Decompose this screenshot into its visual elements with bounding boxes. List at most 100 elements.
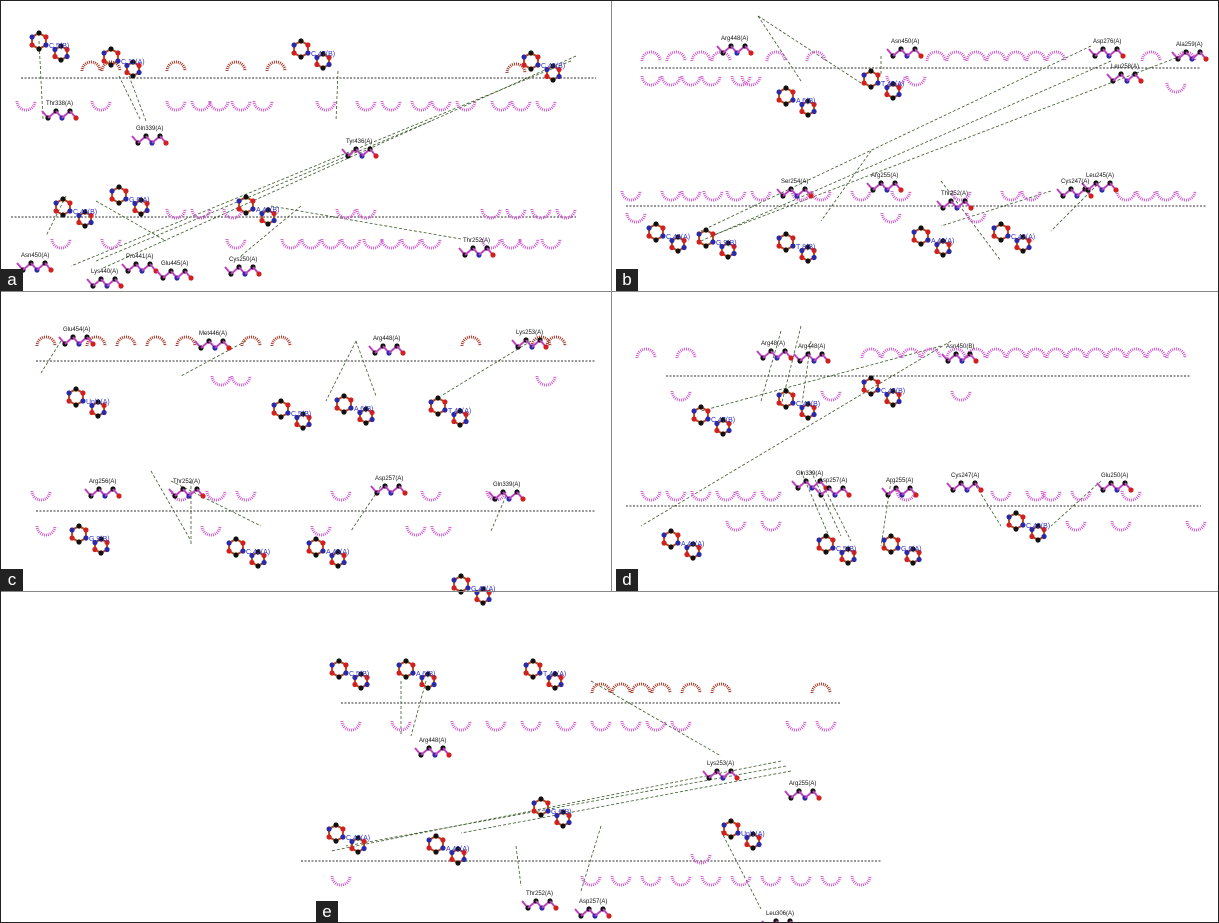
atom: [465, 585, 471, 591]
atom: [691, 408, 697, 414]
hydrophobic-contact-arc: [205, 490, 227, 502]
hydrophobic-contact-arc: [760, 875, 782, 887]
residue-label: Leu245(A): [1086, 173, 1115, 179]
residue-label: Asn450(A): [891, 39, 920, 45]
atom: [896, 91, 902, 98]
atom: [461, 856, 467, 863]
atom: [875, 379, 881, 385]
panel-label-a: a: [1, 269, 23, 291]
atom: [875, 80, 881, 86]
hydrophobic-contact-arc: [880, 212, 902, 224]
hydrophobic-contact-arc: [1115, 190, 1137, 202]
hydrophobic-contact-arc: [1025, 347, 1047, 359]
residue-label: Glu454(A): [63, 327, 91, 333]
atom: [799, 411, 805, 418]
hydrophobic-contact-arc: [710, 682, 732, 694]
atom: [646, 233, 652, 239]
hydrophobic-contact-arc: [660, 75, 682, 87]
atom: [88, 219, 94, 226]
hydrophobic-contact-arc: [725, 190, 747, 202]
atom: [326, 826, 332, 832]
atom: [108, 46, 114, 52]
atom: [442, 399, 448, 405]
atom: [790, 392, 796, 398]
hydrophobic-contact-arc: [580, 875, 602, 887]
atom: [703, 243, 709, 249]
atom: [250, 198, 256, 204]
residue-label: Lys253(A): [707, 761, 735, 767]
atom: [326, 834, 332, 840]
atom: [67, 208, 73, 214]
nucleotide-label: C 47(B): [711, 417, 736, 424]
atom: [419, 674, 425, 681]
atom: [305, 50, 311, 56]
nucleotide-label: C 11(A): [121, 59, 145, 66]
atom: [918, 225, 924, 231]
residue-label: Gln339(A): [796, 471, 824, 477]
atom: [1138, 78, 1144, 84]
hydrophobic-contact-arc: [555, 208, 577, 220]
hydrophobic-contact-arc: [640, 875, 662, 887]
residue-label: Arg48(A): [761, 341, 786, 347]
atom: [744, 841, 750, 848]
atom: [428, 407, 434, 413]
atom: [735, 830, 741, 836]
atom: [714, 420, 720, 427]
atom: [675, 234, 681, 240]
atom: [528, 66, 534, 72]
atom: [787, 918, 793, 922]
atom: [343, 670, 349, 676]
atom: [243, 210, 249, 216]
residue-label: Asp257(A): [579, 899, 608, 905]
hydrophobic-contact-arc: [810, 682, 832, 694]
atom: [300, 411, 306, 417]
atom: [776, 392, 782, 398]
hydrophobic-contact-arc: [340, 720, 362, 732]
atom: [349, 838, 355, 845]
atom: [306, 421, 312, 428]
atom: [653, 221, 659, 227]
atom: [116, 184, 122, 190]
hydrophobic-contact-arc: [990, 490, 1012, 502]
atom: [361, 838, 367, 845]
atom: [916, 556, 922, 563]
atom: [52, 53, 58, 60]
hydrophobic-contact-arc: [115, 335, 137, 347]
residue-label: Asn450(A): [21, 253, 50, 259]
hydrophobic-contact-arc: [860, 347, 882, 359]
atom: [934, 248, 940, 255]
atom: [109, 196, 115, 202]
atom: [236, 198, 242, 204]
hydrophobic-contact-arc: [35, 335, 57, 347]
atom: [410, 662, 416, 668]
atom: [884, 84, 890, 91]
atom: [451, 577, 457, 583]
atom: [868, 84, 874, 90]
hydrogen-bond-line: [940, 180, 1002, 262]
atom: [236, 206, 242, 212]
atom: [451, 585, 457, 591]
nucleotide-label: C 45(B): [881, 388, 906, 395]
atom: [861, 379, 867, 385]
atom: [1005, 233, 1011, 239]
hydrophobic-contact-arc: [1045, 50, 1067, 62]
atom: [726, 420, 732, 427]
residue-label: Cys247(A): [951, 473, 980, 479]
hydrophobic-contact-arc: [700, 875, 722, 887]
atom: [714, 427, 720, 434]
atom: [720, 431, 726, 437]
atom: [326, 54, 332, 61]
atom: [735, 822, 741, 828]
atom: [552, 671, 558, 677]
atom: [138, 211, 144, 217]
atom: [233, 536, 239, 542]
hydrophobic-contact-arc: [300, 238, 322, 250]
hydrogen-bond-line: [700, 345, 942, 412]
atom: [52, 46, 58, 53]
atom: [358, 685, 364, 691]
nucleotide-label: C 42(A): [246, 549, 271, 556]
residue-label: Gln339(A): [493, 482, 521, 488]
atom: [73, 386, 79, 392]
atom: [300, 425, 306, 431]
